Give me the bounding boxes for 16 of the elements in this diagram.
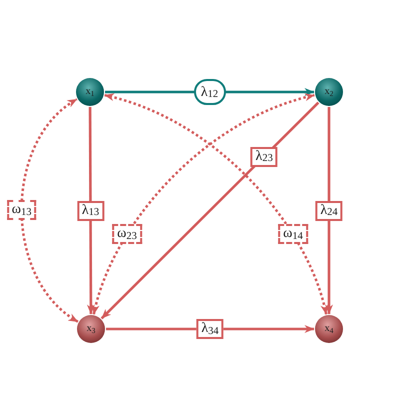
edge-label: λ$_{13}$: [76, 200, 104, 220]
arrow: [86, 107, 95, 314]
node-label: x$_{1}$: [86, 86, 94, 98]
edge-label: ω$_{13}$: [6, 200, 36, 220]
dotted-double-headed-arrow: [20, 98, 79, 323]
node-label: x$_{2}$: [324, 86, 334, 98]
edge-label: λ$_{23}$: [250, 146, 278, 167]
edge-label: ω$_{23}$: [112, 224, 142, 244]
node-label: x$_{4}$: [324, 323, 334, 335]
node-label: x$_{3}$: [86, 323, 96, 335]
edge-label: λ$_{24}$: [315, 200, 343, 220]
arrow: [106, 325, 314, 333]
arrow: [325, 107, 333, 314]
edge-label: λ$_{12}$: [194, 79, 226, 105]
edge-label: ω$_{14}$: [278, 224, 308, 244]
edge-label: λ$_{34}$: [196, 319, 224, 339]
